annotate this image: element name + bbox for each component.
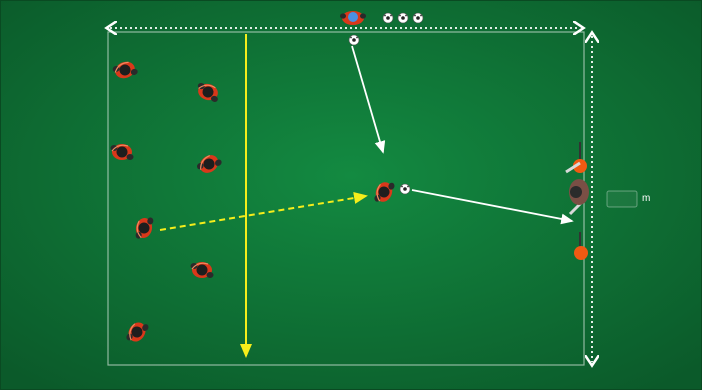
ball-icon xyxy=(398,13,408,23)
ball-icon xyxy=(400,184,410,194)
ball-icon xyxy=(349,35,359,45)
dimension-value-box[interactable] xyxy=(607,191,637,207)
dimension-unit-label: m xyxy=(642,193,650,204)
cone-icon xyxy=(574,246,588,260)
ball-icon xyxy=(383,13,393,23)
ball-icon xyxy=(413,13,423,23)
